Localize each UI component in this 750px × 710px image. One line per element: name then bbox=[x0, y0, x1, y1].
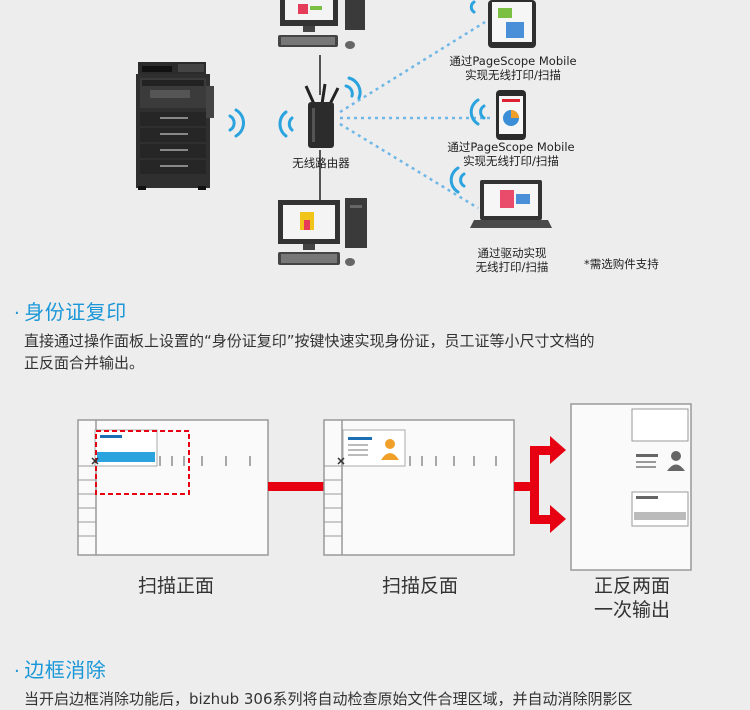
red-fork-arrow bbox=[514, 436, 566, 533]
scanner-glass-back bbox=[323, 419, 515, 556]
tablet-icon bbox=[469, 0, 536, 48]
id-copy-description-line1: 直接通过操作面板上设置的“身份证复印”按键快速实现身份证，员工证等小尺寸文档的 bbox=[24, 332, 595, 350]
laptop-icon bbox=[449, 166, 552, 228]
step-label-output: 正反两面 一次输出 bbox=[582, 574, 682, 622]
section-title-border-erase: ·边框消除 bbox=[14, 654, 106, 683]
border-erase-title-text: 边框消除 bbox=[24, 658, 107, 682]
tablet-caption-line2: 实现无线打印/扫描 bbox=[465, 68, 561, 82]
section-title-id-copy: ·身份证复印 bbox=[14, 296, 127, 325]
output-page bbox=[570, 403, 692, 571]
tablet-caption-line1: 通过PageScope Mobile bbox=[449, 54, 577, 68]
scanner-glass-front bbox=[77, 419, 269, 556]
red-connector-bar bbox=[268, 482, 324, 491]
router-icon bbox=[278, 76, 362, 148]
phone-caption-line1: 通过PageScope Mobile bbox=[447, 140, 575, 154]
bullet-dot: · bbox=[14, 303, 21, 324]
laptop-caption-line2: 无线打印/扫描 bbox=[475, 260, 549, 274]
laptop-caption: 通过驱动实现 无线打印/扫描 bbox=[462, 246, 562, 274]
step-label-output-line2: 一次输出 bbox=[593, 599, 670, 621]
tablet-caption: 通过PageScope Mobile 实现无线打印/扫描 bbox=[446, 54, 580, 82]
step-label-scan-front: 扫描正面 bbox=[137, 575, 214, 597]
wireless-link-lines bbox=[339, 20, 490, 210]
optional-note: *需选购件支持 bbox=[584, 257, 659, 271]
smartphone-icon bbox=[469, 90, 526, 140]
border-erase-description: 当开启边框消除功能后，bizhub 306系列将自动检查原始文件合理区域，并自动… bbox=[24, 690, 633, 708]
desktop-pc-top bbox=[278, 0, 365, 49]
router-caption: 无线路由器 bbox=[292, 156, 350, 170]
step-label-output-line1: 正反两面 bbox=[593, 575, 670, 597]
phone-caption: 通过PageScope Mobile 实现无线打印/扫描 bbox=[444, 140, 578, 168]
id-copy-title-text: 身份证复印 bbox=[24, 300, 127, 324]
bullet-dot: · bbox=[14, 661, 21, 682]
phone-caption-line2: 实现无线打印/扫描 bbox=[463, 154, 559, 168]
printer-illustration bbox=[136, 62, 214, 190]
step-label-scan-back: 扫描反面 bbox=[381, 575, 458, 597]
id-copy-description: 直接通过操作面板上设置的“身份证复印”按键快速实现身份证，员工证等小尺寸文档的 … bbox=[24, 330, 724, 374]
wifi-icon-printer bbox=[228, 108, 246, 138]
laptop-caption-line1: 通过驱动实现 bbox=[477, 246, 547, 260]
desktop-pc-bottom bbox=[278, 198, 367, 266]
id-copy-description-line2: 正反面合并输出。 bbox=[24, 354, 145, 372]
